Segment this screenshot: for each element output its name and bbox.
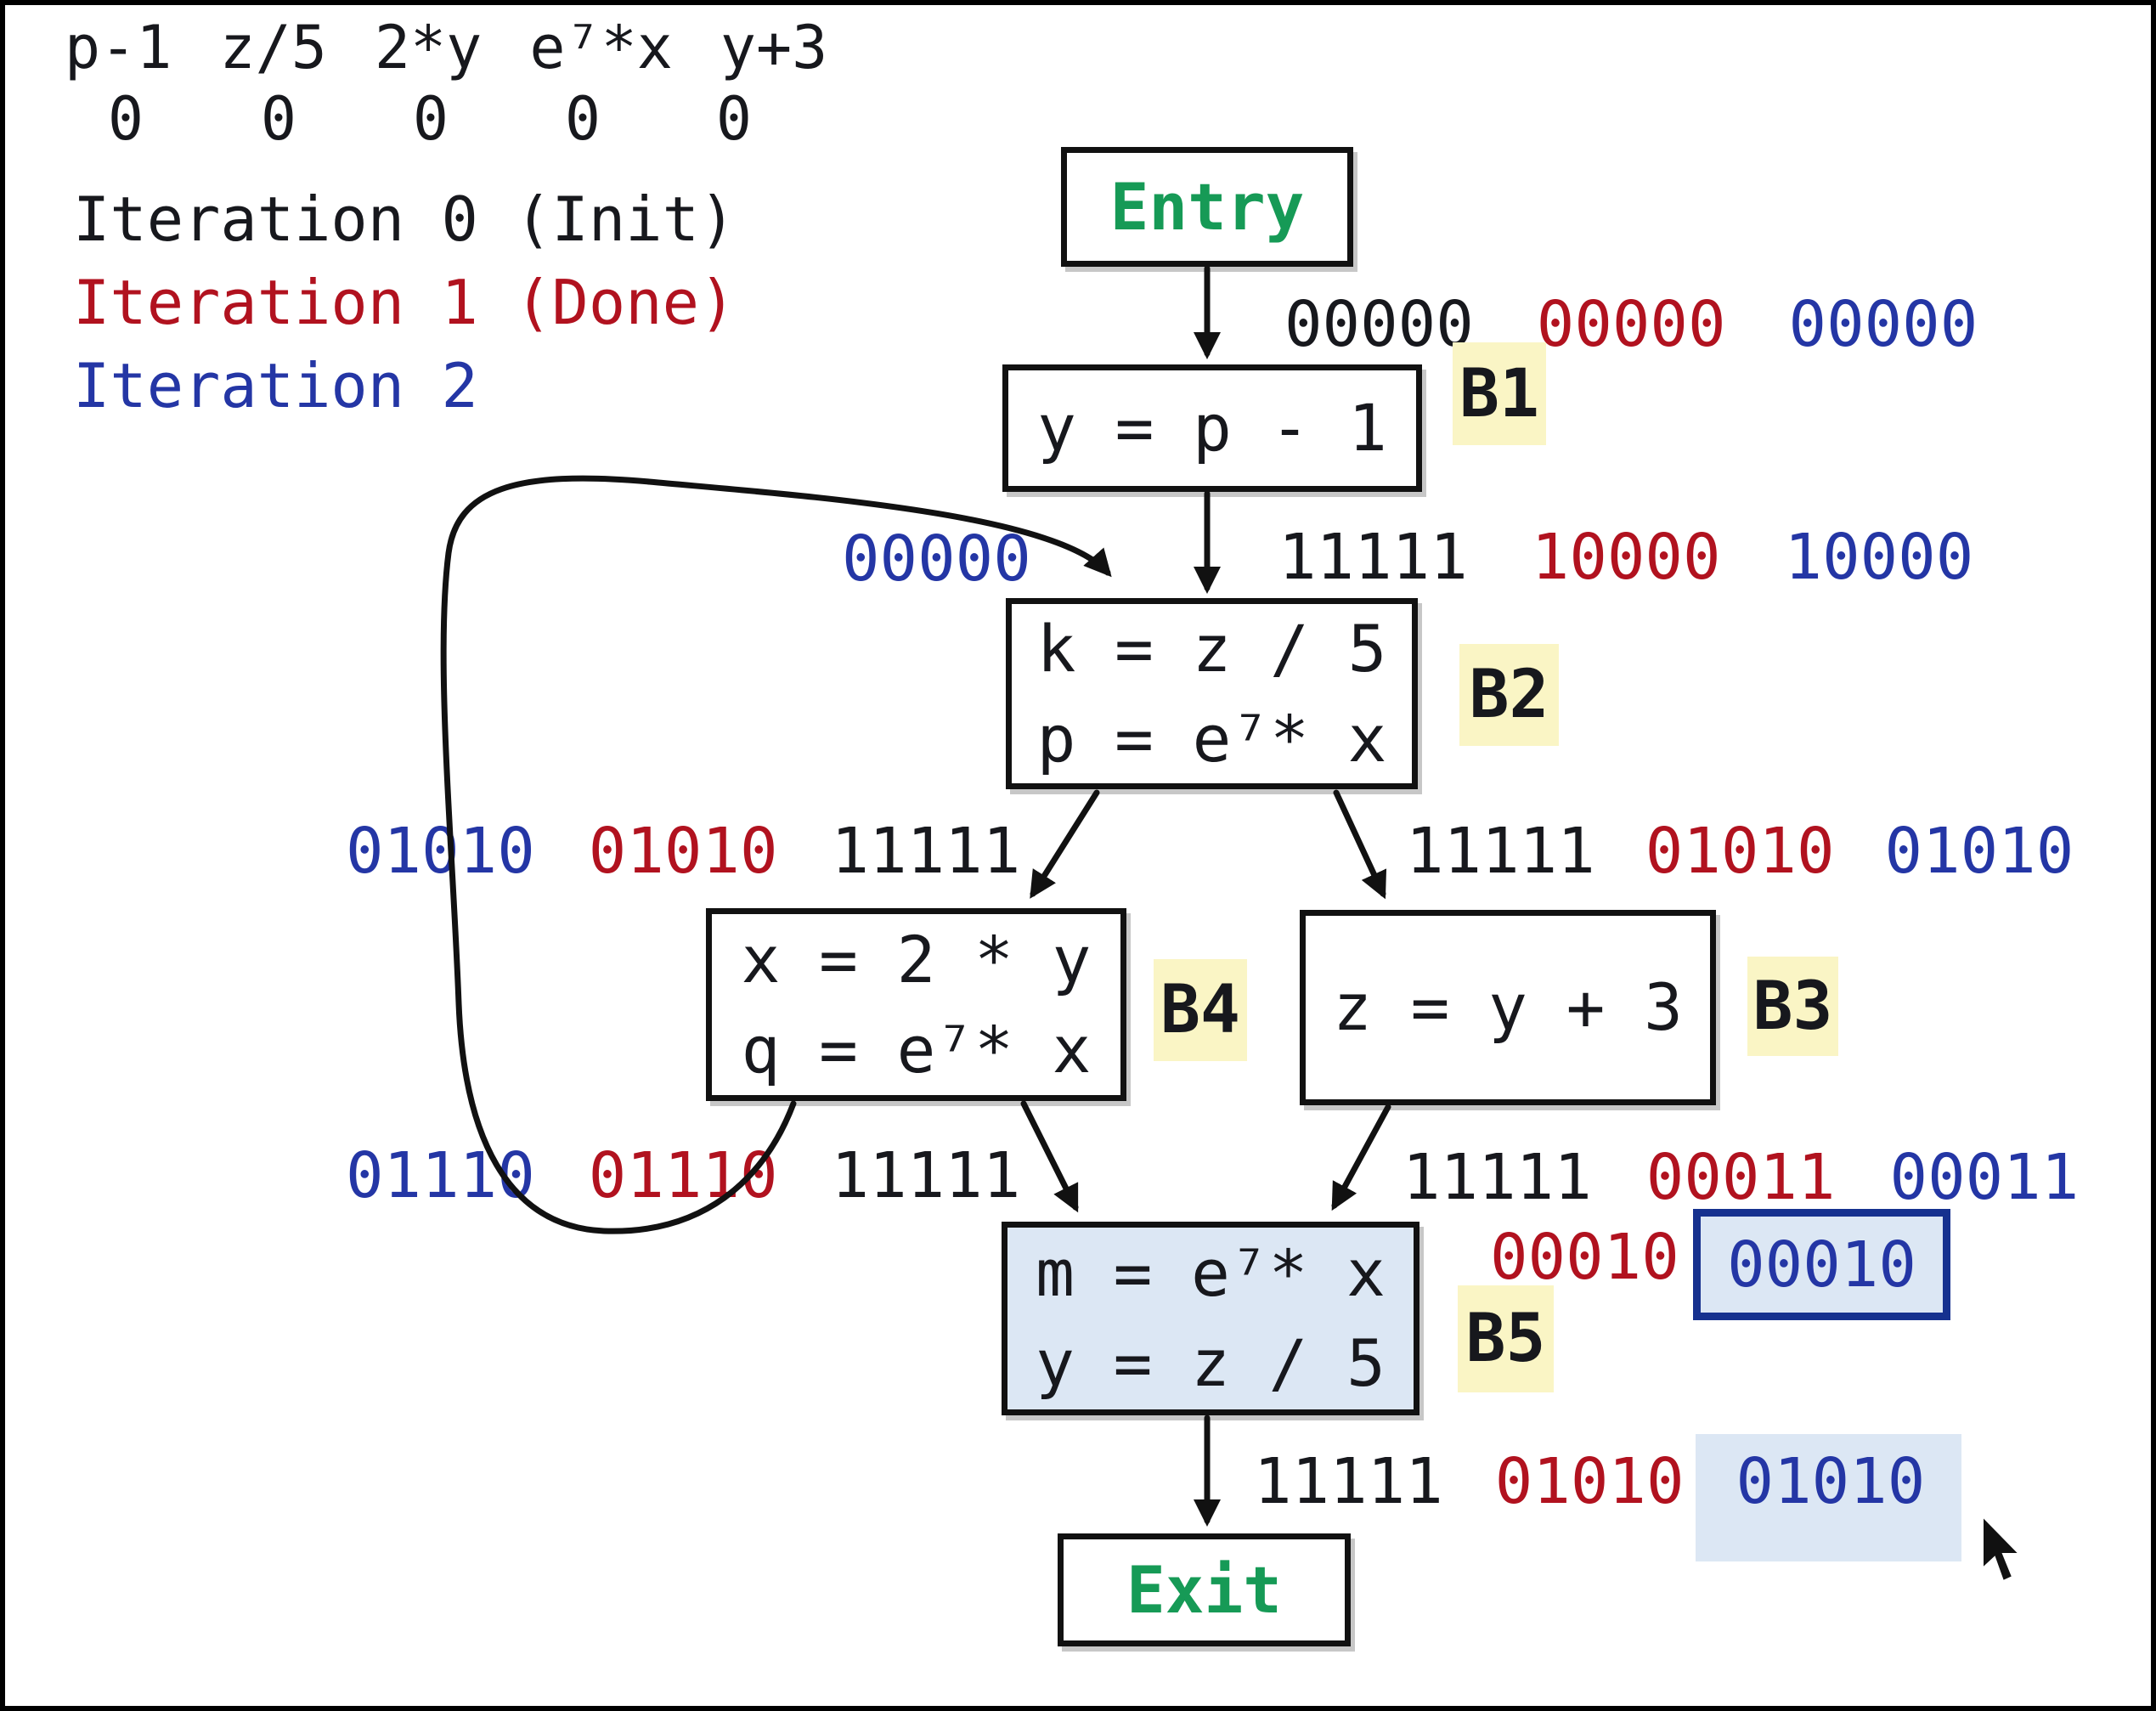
expression-item: z/5 (219, 13, 327, 82)
legend-iteration-0: Iteration 0 (Init) (73, 184, 737, 255)
expression-universe-row: p-1 z/5 2*y e⁷*x y+3 (65, 15, 827, 80)
bits-iter0: 00000 (1284, 288, 1474, 361)
mouse-cursor-icon (1982, 1516, 2022, 1583)
bits-iter2: 10000 (1784, 521, 1974, 594)
bits-iter2: 01010 (1884, 815, 2074, 888)
vector-out-of-b3: 11111 00011 00011 (1403, 1143, 2079, 1211)
edge-b2-b4 (1030, 789, 1100, 899)
expression-item: e⁷*x (529, 13, 673, 82)
code-line: z = y + 3 (1333, 969, 1683, 1045)
vector-b1-to-b2: 11111 10000 10000 (1278, 523, 1973, 591)
code-line: k = z / 5 (1036, 610, 1387, 686)
bits-iter1: 10000 (1531, 521, 1721, 594)
entry-label: Entry (1109, 169, 1305, 245)
node-b2: k = z / 5 p = e⁷* x (1006, 598, 1418, 789)
bits-iter2: 01110 (346, 1139, 535, 1212)
expression-item: 2*y (374, 13, 483, 82)
init-zero: 0 (412, 84, 449, 154)
bits-iter0: 11111 (831, 1139, 1021, 1212)
init-zero: 0 (260, 84, 297, 154)
bits-iter2: 00011 (1889, 1141, 2080, 1214)
code-line: q = e⁷* x (741, 1011, 1092, 1087)
vector-into-b3: 11111 01010 01010 (1406, 817, 2074, 885)
code-line: m = e⁷* x (1036, 1235, 1386, 1311)
edge-b3-b5 (1331, 1104, 1391, 1211)
node-entry: Entry (1061, 147, 1353, 267)
code-line: y = z / 5 (1036, 1325, 1386, 1401)
bits-iter0: 11111 (1254, 1445, 1443, 1518)
bits-iter2: 01010 (346, 815, 535, 888)
block-tag-b2: B2 (1459, 644, 1559, 746)
bits-iter1: 00000 (1536, 288, 1726, 361)
b5-out-highlight-band (1696, 1434, 1961, 1561)
bits-iter1: 01110 (588, 1139, 778, 1212)
bits-iter1: 01010 (1645, 815, 1835, 888)
vector-entry-to-b1: 00000 00000 00000 (1284, 291, 1978, 359)
block-tag-b1: B1 (1453, 342, 1546, 445)
bits-iter0: 11111 (1406, 815, 1595, 888)
node-exit: Exit (1058, 1533, 1351, 1646)
bits-iter2: 00010 (1727, 1228, 1916, 1302)
bits-iter1: 01010 (588, 815, 778, 888)
edge-b4-b5 (1020, 1100, 1079, 1213)
bits-iter0: 11111 (1403, 1141, 1592, 1214)
node-b5: m = e⁷* x y = z / 5 (1002, 1222, 1419, 1415)
legend-iteration-2: Iteration 2 (73, 350, 478, 421)
bits-iter0: 11111 (1278, 521, 1468, 594)
bits-iter2: 01010 (1736, 1445, 1926, 1518)
node-b1: y = p - 1 (1002, 364, 1422, 492)
vector-out-of-b4: 01110 01110 11111 (346, 1142, 1020, 1210)
vector-b5-to-exit: 11111 01010 01010 (1254, 1448, 1925, 1516)
vector-into-b4: 01010 01010 11111 (346, 817, 1020, 885)
exit-label: Exit (1126, 1552, 1283, 1628)
bits-iter1: 00011 (1645, 1141, 1836, 1214)
init-zero: 0 (564, 84, 601, 154)
init-zero: 0 (715, 84, 753, 154)
code-line: x = 2 * y (741, 921, 1092, 997)
code-line: p = e⁷* x (1036, 700, 1387, 776)
bits-iter2: 00000 (842, 522, 1031, 596)
bits-iter2: 00000 (1788, 288, 1978, 361)
legend-iteration-1: Iteration 1 (Done) (73, 267, 737, 338)
b5-in-highlight-box: 00010 (1693, 1209, 1950, 1320)
block-tag-b3: B3 (1747, 957, 1838, 1056)
code-line: y = p - 1 (1037, 390, 1387, 466)
expression-item: p-1 (65, 13, 172, 82)
node-b4: x = 2 * y q = e⁷* x (706, 908, 1126, 1101)
bits-iter0: 11111 (831, 815, 1021, 888)
block-tag-b5: B5 (1458, 1285, 1554, 1392)
vector-back-edge: 00000 (842, 525, 1031, 593)
init-zero: 0 (107, 84, 144, 154)
edge-b2-b3 (1333, 789, 1387, 900)
expression-item: y+3 (720, 13, 828, 82)
bits-iter1: 01010 (1494, 1445, 1685, 1518)
node-b3: z = y + 3 (1300, 910, 1716, 1105)
block-tag-b4: B4 (1154, 959, 1247, 1061)
b5-in-red-result: 00010 (1490, 1221, 1679, 1294)
